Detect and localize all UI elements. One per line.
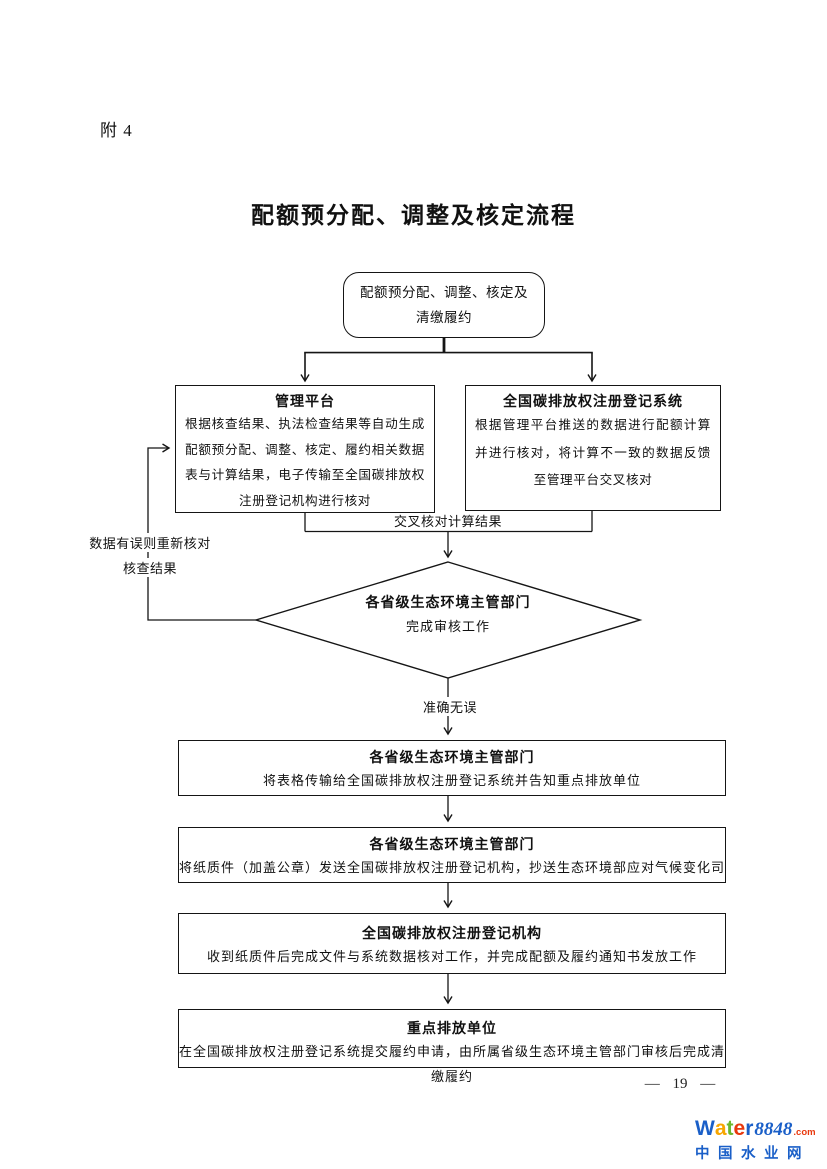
accurate-edge-label: 准确无误 xyxy=(413,697,487,716)
brand-letter: t xyxy=(726,1117,734,1140)
watermark-cn-name: 中国水业网 xyxy=(695,1146,810,1162)
provincial-transfer-node: 各省级生态环境主管部门 将表格传输给全国碳排放权注册登记系统并告知重点排放单位 xyxy=(178,740,726,796)
node-body: 根据管理平台推送的数据进行配额计算并进行核对，将计算不一致的数据反馈至管理平台交… xyxy=(475,418,711,487)
feedback-edge-label-line2: 核查结果 xyxy=(82,558,218,577)
node-title: 重点排放单位 xyxy=(407,1020,497,1036)
watermark-brand: W a t e r 8848 .com xyxy=(695,1117,823,1141)
node-title: 各省级生态环境主管部门 xyxy=(365,594,531,610)
flow-start-label: 配额预分配、调整、核定及清缴履约 xyxy=(360,285,528,325)
node-body: 将表格传输给全国碳排放权注册登记系统并告知重点排放单位 xyxy=(262,773,641,788)
registry-agency-node: 全国碳排放权注册登记机构 收到纸质件后完成文件与系统数据核对工作，并完成配额及履… xyxy=(178,913,726,974)
node-body: 将纸质件（加盖公章）发送全国碳排放权注册登记机构，抄送生态环境部应对气候变化司 xyxy=(179,860,726,875)
brand-tld: .com xyxy=(793,1127,816,1138)
decision-diamond-node: 各省级生态环境主管部门 完成审核工作 xyxy=(298,590,598,639)
brand-letter: e xyxy=(733,1117,746,1140)
node-title: 全国碳排放权注册登记系统 xyxy=(503,393,683,409)
brand-number: 8848 xyxy=(754,1119,793,1140)
provincial-paper-node: 各省级生态环境主管部门 将纸质件（加盖公章）发送全国碳排放权注册登记机构，抄送生… xyxy=(178,827,726,883)
brand-letter: a xyxy=(714,1117,727,1140)
node-body: 收到纸质件后完成文件与系统数据核对工作，并完成配额及履约通知书发放工作 xyxy=(206,949,697,964)
page-number: — 19 — xyxy=(644,1076,716,1092)
cross-check-edge-label: 交叉核对计算结果 xyxy=(393,514,502,529)
management-platform-node: 管理平台 根据核查结果、执法检查结果等自动生成配额预分配、调整、核定、履约相关数… xyxy=(175,385,435,513)
node-body: 在全国碳排放权注册登记系统提交履约申请，由所属省级生态环境主管部门审核后完成清缴… xyxy=(179,1044,726,1084)
page-title: 配额预分配、调整及核定流程 xyxy=(251,202,576,228)
annex-label: 附 4 xyxy=(100,121,133,140)
node-title: 全国碳排放权注册登记机构 xyxy=(362,925,542,941)
brand-letter: W xyxy=(695,1117,715,1140)
watermark-logo: W a t e r 8848 .com 中国水业网 xyxy=(695,1117,823,1163)
key-emitter-node: 重点排放单位 在全国碳排放权注册登记系统提交履约申请，由所属省级生态环境主管部门… xyxy=(178,1009,726,1084)
brand-letter: r xyxy=(745,1117,754,1140)
node-title: 各省级生态环境主管部门 xyxy=(369,749,535,765)
flow-start-node: 配额预分配、调整、核定及清缴履约 xyxy=(343,272,545,338)
node-title: 管理平台 xyxy=(275,393,335,409)
node-body: 完成审核工作 xyxy=(405,619,490,634)
feedback-edge-label-line1: 数据有误则重新核对 xyxy=(82,533,218,552)
node-title: 各省级生态环境主管部门 xyxy=(369,836,535,852)
registry-system-node: 全国碳排放权注册登记系统 根据管理平台推送的数据进行配额计算并进行核对，将计算不… xyxy=(465,385,721,511)
node-body: 根据核查结果、执法检查结果等自动生成配额预分配、调整、核定、履约相关数据表与计算… xyxy=(185,417,425,508)
